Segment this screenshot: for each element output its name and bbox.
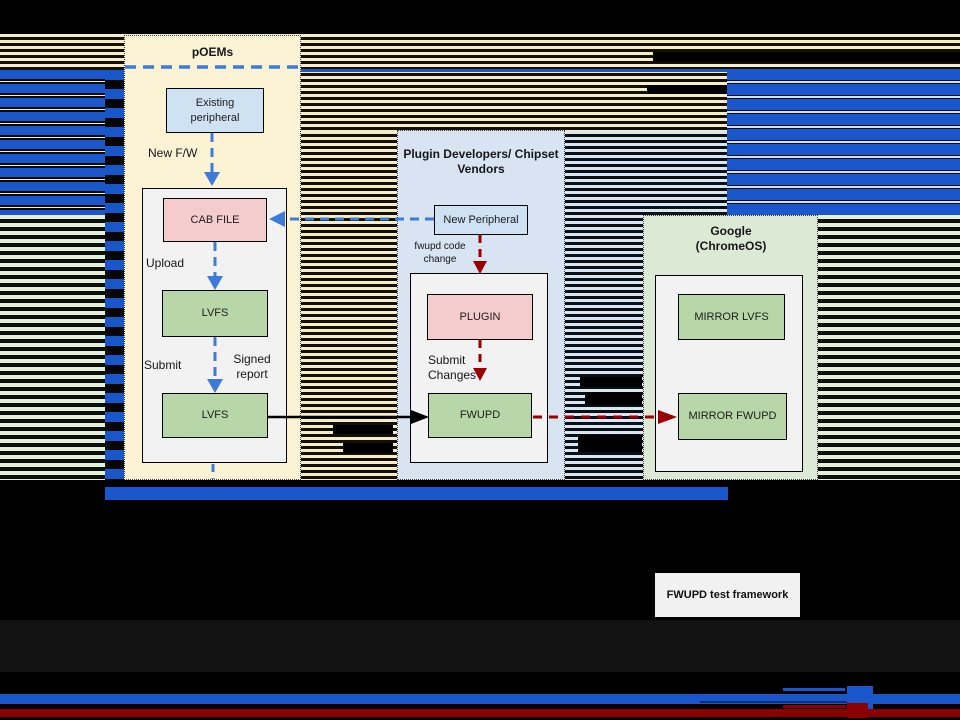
mirror-lvfs-node: MIRROR LVFS — [678, 294, 785, 340]
cab-file-node: CAB FILE — [163, 198, 267, 242]
new-peripheral-node: New Peripheral — [434, 205, 528, 235]
plugin-panel-title: Plugin Developers/ Chipset Vendors — [403, 147, 559, 177]
new-peripheral-label: New Peripheral — [443, 213, 519, 226]
glitch-blue-dash-column — [105, 70, 124, 480]
submit-changes-label: Submit Changes — [428, 353, 477, 382]
mirror-fwupd-label: MIRROR FWUPD — [688, 410, 777, 423]
lvfs-upper-node: LVFS — [162, 290, 268, 337]
glitch-stripes-right-green — [818, 215, 960, 480]
existing-peripheral-label: Existing peripheral — [190, 97, 240, 124]
poems-panel-title: pOEMs — [191, 45, 234, 59]
glitch-blob — [585, 392, 642, 405]
glitch-stripes-right-blue — [727, 69, 960, 215]
fwupd-test-framework-box: FWUPD test framework — [655, 573, 800, 617]
bottom-red-line — [783, 705, 846, 708]
glitch-blue-line — [301, 69, 727, 72]
plugin-node: PLUGIN — [427, 294, 533, 340]
bottom-red-bar — [0, 709, 960, 717]
glitch-stripes-left-blue — [0, 70, 105, 215]
cab-file-label: CAB FILE — [190, 213, 240, 226]
plugin-label: PLUGIN — [459, 310, 501, 323]
glitch-blob — [653, 52, 960, 62]
glitch-mid-blue-bar — [105, 487, 728, 500]
fwupd-label: FWUPD — [459, 409, 501, 422]
bottom-blue-bar — [0, 694, 960, 704]
fwupd-test-framework-label: FWUPD test framework — [666, 589, 789, 601]
mirror-lvfs-label: MIRROR LVFS — [694, 310, 769, 323]
existing-peripheral-node: Existing peripheral — [166, 88, 264, 133]
bottom-navy-line — [700, 701, 847, 703]
bottom-red-blob — [847, 703, 868, 718]
glitch-blob — [580, 377, 642, 387]
glitch-blob — [647, 85, 727, 94]
glitch-stripes-left-green — [0, 215, 105, 480]
bottom-blue-line — [783, 688, 845, 691]
lvfs-lower-node: LVFS — [162, 393, 268, 438]
bottom-dark-band — [0, 620, 960, 672]
submit-label: Submit — [144, 358, 182, 372]
new-fw-label: New F/W — [148, 146, 198, 160]
lvfs-upper-label: LVFS — [201, 307, 229, 320]
glitch-blob — [343, 443, 393, 453]
glitch-blob — [578, 435, 642, 452]
glitch-stripes-mid-band — [301, 70, 727, 131]
upload-label: Upload — [146, 256, 185, 270]
signed-report-label: Signed report — [233, 352, 271, 381]
lvfs-lower-label: LVFS — [201, 409, 229, 422]
mirror-fwupd-node: MIRROR FWUPD — [678, 393, 787, 440]
fwupd-code-change-label: fwupd code change — [414, 241, 466, 265]
glitch-stripes-gap-1 — [301, 131, 397, 480]
glitch-stripes-mid-band-2 — [565, 131, 727, 215]
glitch-blob — [333, 425, 393, 434]
fwupd-node: FWUPD — [428, 393, 532, 438]
google-panel-title: Google (ChromeOS) — [695, 224, 767, 254]
